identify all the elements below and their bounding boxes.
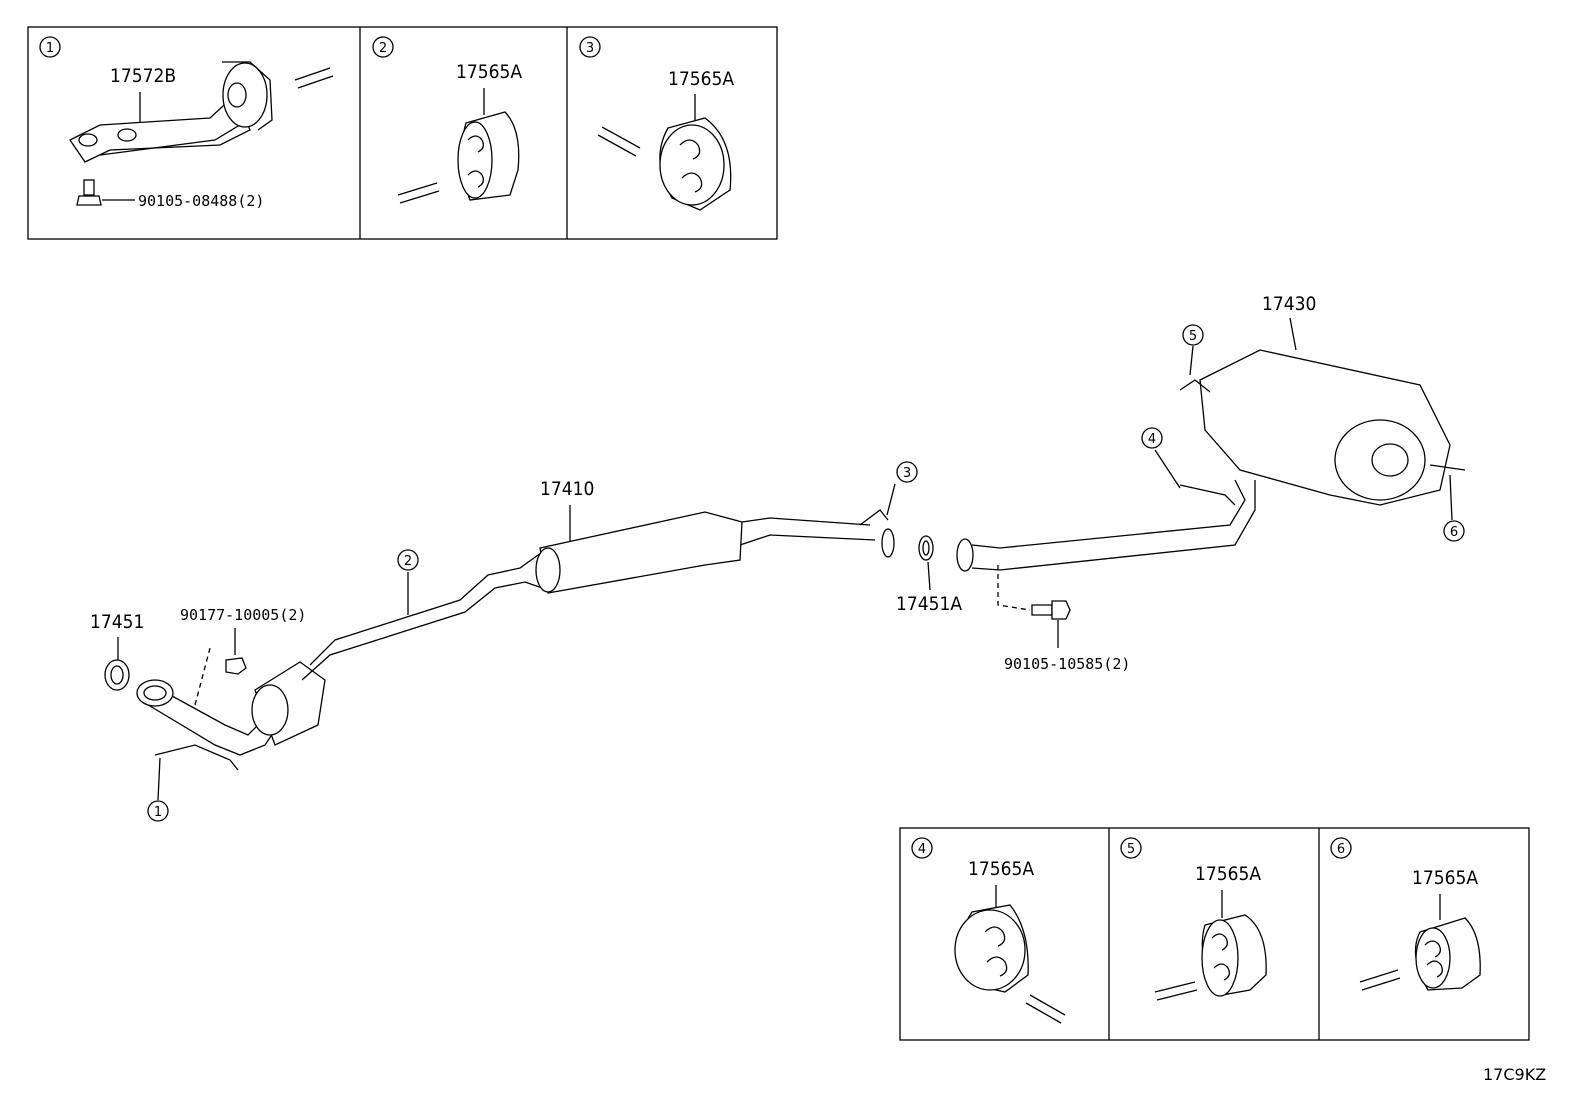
svg-text:5: 5 xyxy=(1189,329,1197,344)
inset-box-5: 5 17565A xyxy=(1121,838,1266,1000)
front-pipe-catalyst: 1 xyxy=(137,662,325,821)
svg-text:5: 5 xyxy=(1127,842,1135,857)
inset-box-2: 2 17565A xyxy=(373,37,522,203)
inset-box-6: 6 17565A xyxy=(1331,838,1480,990)
svg-text:6: 6 xyxy=(1337,842,1345,857)
rubber-hanger-icon xyxy=(458,112,519,200)
svg-text:17565A: 17565A xyxy=(1412,867,1478,889)
gasket-17451: 17451 xyxy=(90,611,144,690)
bolt-label: 90105-10585(2) xyxy=(1004,655,1130,673)
part-label-17410: 17410 xyxy=(540,478,594,500)
bolt-label: 90105-08488(2) xyxy=(138,192,264,210)
part-label-17572B: 17572B xyxy=(110,65,176,87)
gasket-17451A: 17451A xyxy=(896,536,962,615)
rubber-hanger-icon xyxy=(955,905,1028,992)
svg-text:2: 2 xyxy=(404,554,412,569)
rubber-hanger-icon xyxy=(1202,915,1266,996)
svg-text:3: 3 xyxy=(586,41,594,56)
tail-pipe-17430: 17430 5 4 6 xyxy=(957,293,1465,571)
svg-text:17565A: 17565A xyxy=(1195,863,1261,885)
inset-box-4: 4 17565A xyxy=(912,838,1065,1023)
svg-text:1: 1 xyxy=(154,805,162,820)
rubber-hanger-icon xyxy=(660,118,731,210)
nut-label: 90177-10005(2) xyxy=(180,606,306,624)
svg-text:3: 3 xyxy=(903,466,911,481)
svg-text:4: 4 xyxy=(1148,432,1156,447)
svg-text:6: 6 xyxy=(1450,525,1458,540)
bolt-icon xyxy=(77,180,101,205)
svg-text:2: 2 xyxy=(379,41,387,56)
part-label-17565A: 17565A xyxy=(668,68,734,90)
rubber-hanger-icon xyxy=(1416,918,1481,990)
callout-number: 1 xyxy=(46,41,54,56)
part-label-17430: 17430 xyxy=(1262,293,1316,315)
center-pipe-17410: 17410 2 3 xyxy=(302,462,917,680)
part-label-17451: 17451 xyxy=(90,611,144,633)
part-label-17565A: 17565A xyxy=(456,61,522,83)
svg-text:17565A: 17565A xyxy=(968,858,1034,880)
bolt-90105-10585: 90105-10585(2) xyxy=(998,565,1130,673)
inset-box-1: 1 17572B 90105-08488(2) xyxy=(40,37,333,210)
svg-text:4: 4 xyxy=(918,842,926,857)
diagram-code: 17C9KZ xyxy=(1483,1065,1546,1084)
inset-box-3: 3 17565A xyxy=(580,37,734,210)
part-label-17451A: 17451A xyxy=(896,593,962,615)
